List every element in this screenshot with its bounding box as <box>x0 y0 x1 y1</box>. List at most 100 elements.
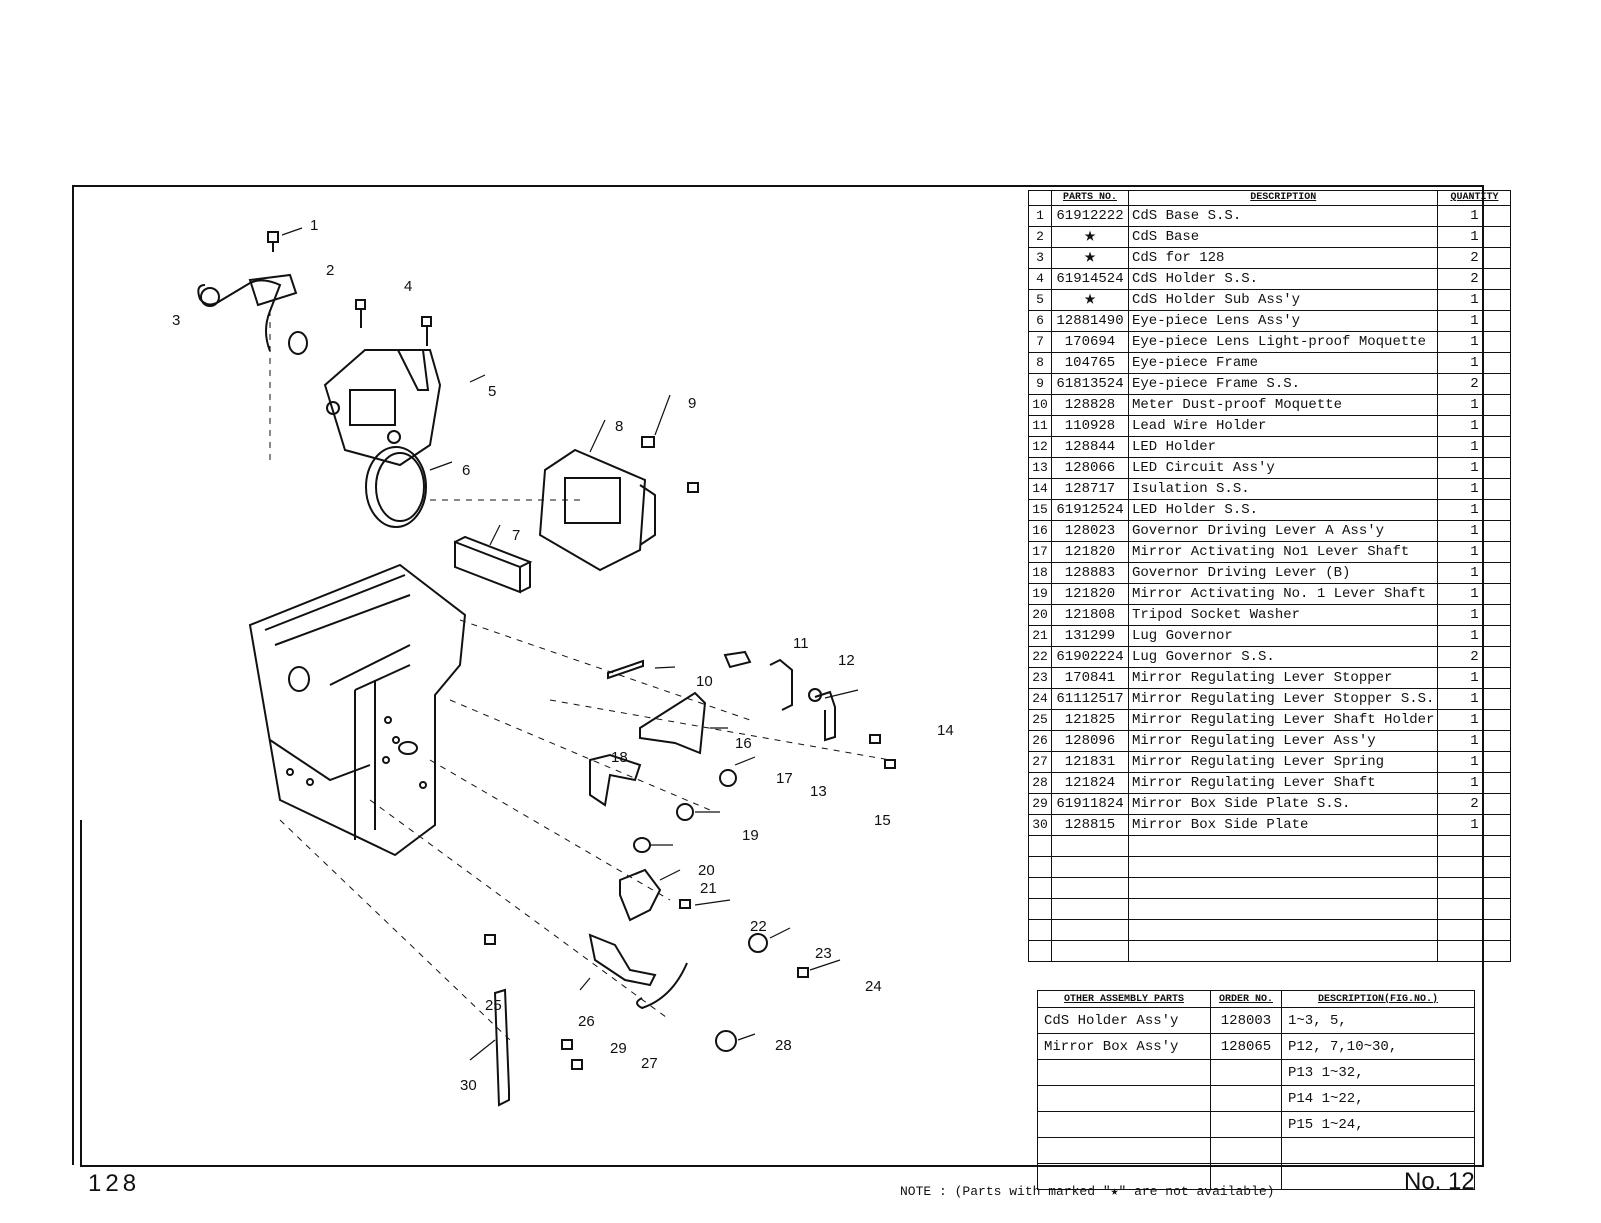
col-order-no: ORDER NO. <box>1210 990 1282 1008</box>
description-cell: Governor Driving Lever A Ass'y <box>1127 520 1439 542</box>
row-number: 9 <box>1028 373 1052 395</box>
assembly-name-cell <box>1037 1085 1211 1112</box>
description-cell: Mirror Regulating Lever Ass'y <box>1127 730 1439 752</box>
drawing-frame <box>72 185 1482 1165</box>
table-row: P15 1~24, <box>1037 1111 1475 1138</box>
empty-cell <box>1127 919 1439 941</box>
empty-cell <box>1028 877 1052 899</box>
row-number: 11 <box>1028 415 1052 437</box>
empty-cell <box>1210 1137 1282 1164</box>
parts-number-cell: 128023 <box>1051 520 1129 542</box>
callout-9: 9 <box>688 395 697 412</box>
assembly-name-cell: CdS Holder Ass'y <box>1037 1007 1211 1034</box>
empty-cell <box>1051 940 1129 962</box>
empty-cell <box>1437 835 1512 857</box>
row-number: 5 <box>1028 289 1052 311</box>
parts-number-cell: 170694 <box>1051 331 1129 353</box>
description-cell: Eye-piece Lens Ass'y <box>1127 310 1439 332</box>
callout-26: 26 <box>578 1013 595 1030</box>
page-number: 128 <box>88 1170 141 1197</box>
row-number: 6 <box>1028 310 1052 332</box>
order-no-cell: 128003 <box>1210 1007 1282 1034</box>
assembly-desc-cell: 1~3, 5, <box>1281 1007 1475 1034</box>
col-description: DESCRIPTION <box>1127 190 1439 206</box>
moquette-part <box>454 535 533 594</box>
screw-19 <box>676 803 694 821</box>
empty-cell <box>1037 1137 1211 1164</box>
row-number: 2 <box>1028 226 1052 248</box>
callout-2: 2 <box>326 262 335 279</box>
description-cell: Mirror Box Side Plate <box>1127 814 1439 836</box>
quantity-cell: 1 <box>1437 436 1512 458</box>
parts-number-cell: ★ <box>1051 247 1129 269</box>
quantity-cell: 1 <box>1437 583 1512 605</box>
description-cell: LED Holder S.S. <box>1127 499 1439 521</box>
screw-22 <box>679 899 691 909</box>
empty-cell <box>1437 940 1512 962</box>
cds-base-part <box>197 273 308 355</box>
row-number: 23 <box>1028 667 1052 689</box>
empty-cell <box>1028 856 1052 878</box>
parts-number-cell: 128883 <box>1051 562 1129 584</box>
parts-number-cell: 61902224 <box>1051 646 1129 668</box>
quantity-cell: 1 <box>1437 562 1512 584</box>
parts-number-cell: 121824 <box>1051 772 1129 794</box>
callout-4: 4 <box>404 278 413 295</box>
callout-17: 17 <box>776 770 793 787</box>
col-assembly-desc: DESCRIPTION(FIG.NO.) <box>1281 990 1475 1008</box>
callout-11: 11 <box>793 635 809 652</box>
callout-7: 7 <box>512 527 521 544</box>
empty-row <box>1028 835 1512 857</box>
callout-28: 28 <box>775 1037 792 1054</box>
callout-13: 13 <box>810 783 827 800</box>
row-number: 26 <box>1028 730 1052 752</box>
empty-cell <box>1127 835 1439 857</box>
parts-number-cell: 121820 <box>1051 583 1129 605</box>
parts-number-cell: 121820 <box>1051 541 1129 563</box>
side-plate-30 <box>493 988 510 1107</box>
screw-4a <box>355 299 366 310</box>
figure-number: No. 12 <box>1404 1168 1475 1195</box>
screw-29b <box>571 1059 583 1070</box>
row-number: 8 <box>1028 352 1052 374</box>
description-cell: CdS for 128 <box>1127 247 1439 269</box>
empty-row <box>1028 919 1512 941</box>
callout-30: 30 <box>460 1077 477 1094</box>
parts-number-cell: 128717 <box>1051 478 1129 500</box>
row-number: 17 <box>1028 541 1052 563</box>
empty-cell <box>1437 919 1512 941</box>
parts-number-cell: 61912524 <box>1051 499 1129 521</box>
description-cell: Mirror Regulating Lever Shaft Holder <box>1127 709 1439 731</box>
description-cell: Lug Governor <box>1127 625 1439 647</box>
screw-25 <box>484 934 496 945</box>
description-cell: Tripod Socket Washer <box>1127 604 1439 626</box>
part-11 <box>723 650 752 669</box>
empty-row <box>1028 856 1512 878</box>
part-26 <box>588 933 657 987</box>
quantity-cell: 1 <box>1437 709 1512 731</box>
order-no-cell <box>1210 1059 1282 1086</box>
part-10 <box>607 659 644 680</box>
quantity-cell: 1 <box>1437 478 1512 500</box>
row-number: 24 <box>1028 688 1052 710</box>
parts-number-cell: 131299 <box>1051 625 1129 647</box>
parts-number-cell: 61112517 <box>1051 688 1129 710</box>
parts-table-header: PARTS NO. DESCRIPTION QUANTITY <box>1028 190 1512 206</box>
part-16 <box>639 691 707 755</box>
quantity-cell: 1 <box>1437 604 1512 626</box>
empty-cell <box>1127 940 1439 962</box>
quantity-cell: 1 <box>1437 331 1512 353</box>
